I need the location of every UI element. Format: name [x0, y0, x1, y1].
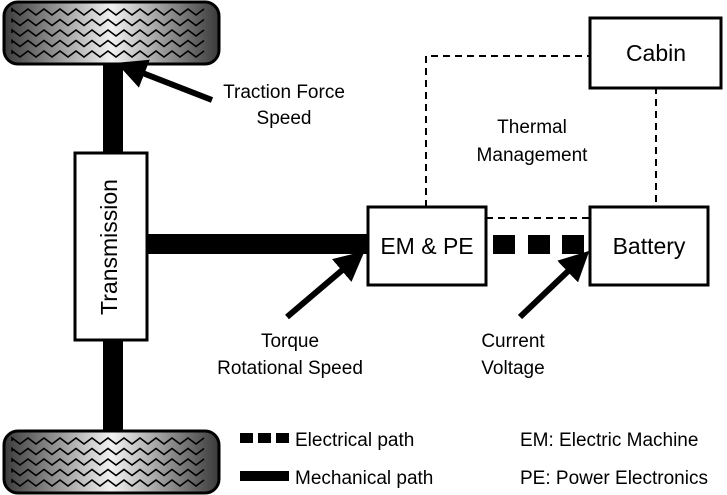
- mechanical-shaft: [146, 234, 370, 254]
- tire-tread: [11, 49, 205, 58]
- tire-icon: [2, 429, 221, 495]
- legend-mechanical: Mechanical path: [240, 468, 433, 489]
- traction-force-label: Traction Force: [223, 82, 345, 103]
- cabin-block: Cabin: [588, 16, 723, 90]
- tire-tread: [11, 467, 205, 477]
- legend-mechanical-swatch: [240, 471, 289, 481]
- tire-tread: [11, 436, 205, 445]
- pe-definition: PE: Power Electronics: [520, 468, 708, 489]
- thermal-label: Thermal: [497, 117, 567, 138]
- rotational-speed-label: Rotational Speed: [217, 358, 363, 379]
- battery-block: Battery: [588, 205, 710, 287]
- battery-label: Battery: [613, 233, 686, 259]
- em-pe-block: EM & PE: [366, 205, 488, 287]
- em-pe-label: EM & PE: [380, 233, 473, 259]
- thermal-management-lines: [425, 55, 657, 219]
- axle-shaft-top: [103, 60, 123, 155]
- speed-label: Speed: [257, 108, 312, 129]
- legend-electrical-label: Electrical path: [295, 430, 414, 451]
- tire-tread: [11, 7, 205, 16]
- tire-tread: [11, 457, 205, 466]
- tire-tread: [11, 28, 205, 37]
- transmission-block: Transmission: [73, 151, 149, 342]
- torque-arrow: [285, 251, 365, 320]
- transmission-label: Transmission: [96, 179, 122, 315]
- tire-icon: [2, 0, 221, 66]
- current-arrow: [517, 250, 590, 320]
- legend-electrical-swatch: [240, 433, 289, 443]
- management-label: Management: [477, 145, 589, 166]
- cabin-label: Cabin: [626, 40, 686, 66]
- current-label: Current: [481, 331, 545, 352]
- axle-shaft-bottom: [103, 338, 123, 436]
- legend-mechanical-label: Mechanical path: [295, 468, 433, 489]
- tire-tread: [11, 38, 205, 48]
- tire-tread: [11, 446, 205, 456]
- tire-tread: [11, 478, 205, 487]
- tire-tread: [11, 17, 205, 27]
- electrical-path: [493, 235, 584, 254]
- voltage-label: Voltage: [481, 358, 544, 379]
- torque-label: Torque: [261, 331, 319, 352]
- legend-electrical: Electrical path: [240, 430, 414, 451]
- em-definition: EM: Electric Machine: [520, 430, 698, 451]
- traction-arrow: [116, 59, 214, 103]
